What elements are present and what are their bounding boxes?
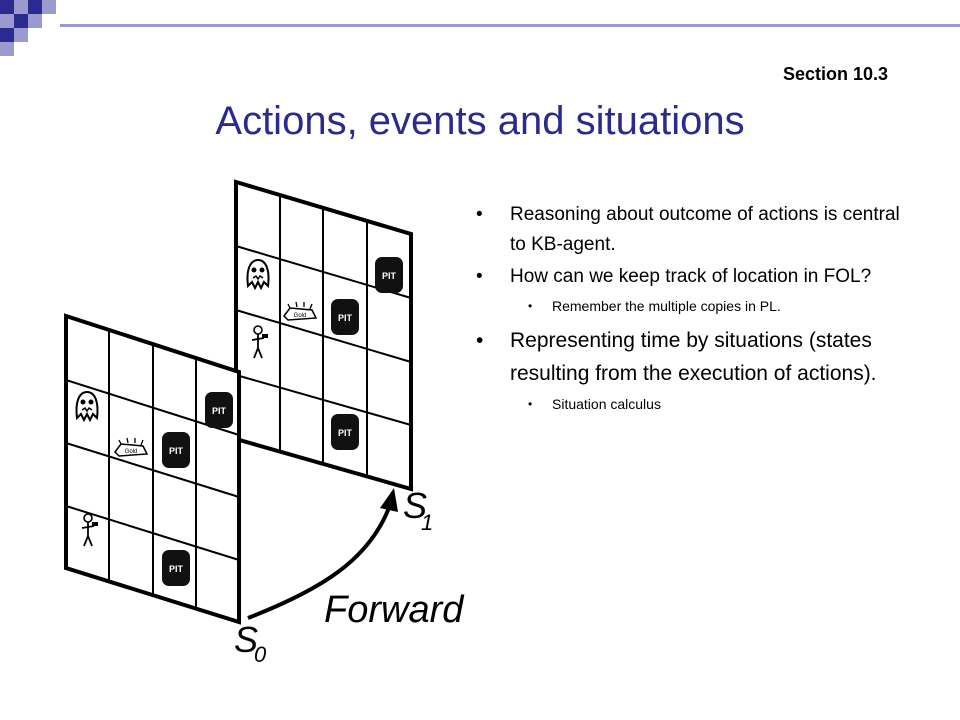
bullet-dot-icon: •: [476, 329, 484, 352]
bullet-text: Reasoning about outcome of actions is ce…: [510, 204, 900, 255]
deco-square: [14, 28, 28, 42]
board-s0: PIT PIT PIT Gold: [64, 313, 241, 625]
svg-text:S: S: [234, 619, 258, 660]
pit-icon: PIT: [331, 414, 359, 450]
bullet-dot-icon: •: [476, 266, 483, 287]
svg-text:0: 0: [254, 642, 267, 667]
pit-icon: PIT: [162, 432, 190, 468]
board-s1: PIT PIT PIT Gold: [234, 179, 413, 492]
sub-bullet-item: • Remember the multiple copies in PL.: [470, 294, 910, 318]
pit-icon: PIT: [162, 550, 190, 586]
bullet-text: Representing time by situations (states …: [510, 329, 877, 385]
deco-square: [0, 28, 14, 42]
bullet-item: • Reasoning about outcome of actions is c…: [470, 200, 910, 260]
bullet-list: • Reasoning about outcome of actions is c…: [470, 200, 910, 422]
gold-icon: Gold: [114, 437, 148, 457]
svg-text:PIT: PIT: [169, 446, 184, 456]
deco-square: [14, 14, 28, 28]
deco-square: [42, 0, 56, 14]
deco-bar: [60, 24, 960, 27]
svg-text:1: 1: [421, 510, 433, 535]
s0-label: S 0: [234, 619, 267, 667]
bullet-text: Situation calculus: [552, 396, 661, 412]
action-label: Forward: [324, 589, 465, 631]
pit-icon: PIT: [331, 299, 359, 335]
forward-arrow: [247, 488, 398, 620]
deco-square: [0, 0, 14, 14]
svg-text:S: S: [403, 485, 427, 526]
deco-square: [28, 14, 42, 28]
svg-text:Gold: Gold: [294, 313, 307, 319]
sub-bullet-item: • Situation calculus: [470, 392, 910, 416]
s1-label: S 1: [403, 485, 433, 535]
svg-text:PIT: PIT: [212, 406, 227, 416]
pit-icon: PIT: [205, 392, 233, 428]
svg-text:PIT: PIT: [338, 313, 353, 323]
deco-square: [28, 0, 42, 14]
gold-icon: Gold: [283, 301, 317, 321]
wumpus-icon: [246, 259, 270, 289]
bullet-item: • How can we keep track of location in FO…: [470, 262, 910, 292]
deco-square: [14, 0, 28, 14]
section-label: Section 10.3: [782, 64, 888, 84]
wumpus-icon: [75, 391, 99, 421]
svg-text:PIT: PIT: [338, 428, 353, 438]
bullet-text: Remember the multiple copies in PL.: [552, 298, 781, 314]
agent-icon: [81, 513, 99, 547]
bullet-dot-icon: •: [528, 299, 533, 313]
bullet-item: • Representing time by situations (states…: [470, 324, 910, 390]
bullet-dot-icon: •: [476, 204, 483, 225]
svg-text:Gold: Gold: [125, 449, 138, 455]
deco-square: [0, 14, 14, 28]
agent-icon: [251, 325, 269, 359]
svg-text:PIT: PIT: [382, 271, 397, 281]
bullet-dot-icon: •: [528, 397, 533, 411]
slide-title: Actions, events and situations: [215, 99, 745, 143]
bullet-text: How can we keep track of location in FOL…: [510, 266, 872, 287]
svg-text:PIT: PIT: [169, 564, 184, 574]
deco-square: [0, 42, 14, 56]
pit-icon: PIT: [375, 257, 403, 293]
